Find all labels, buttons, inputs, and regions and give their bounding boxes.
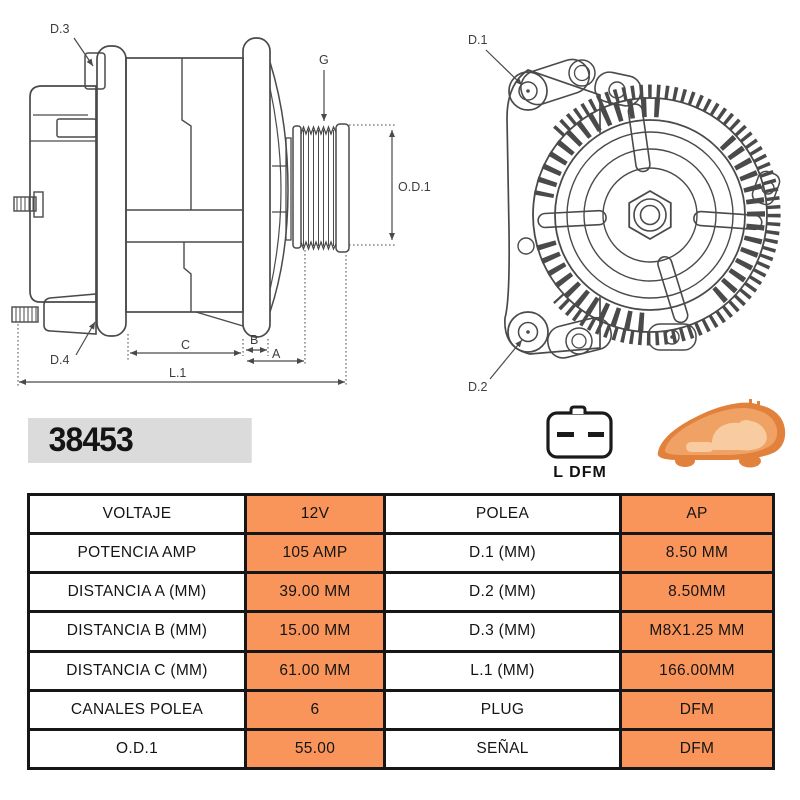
dim-label-od1: O.D.1 [398,180,431,194]
spec-label: D.2 (MM) [383,571,622,614]
table-row: DISTANCIA C (MM) 61.00 MM L.1 (MM) 166.0… [27,649,775,692]
table-row: O.D.1 55.00 SEÑAL DFM [27,727,775,771]
spec-value: 105 AMP [244,532,386,575]
spec-table: VOLTAJE 12V POLEA AP POTENCIA AMP 105 AM… [27,492,775,771]
spec-label: O.D.1 [27,727,247,771]
table-row: VOLTAJE 12V POLEA AP [27,492,775,536]
spec-value: AP [619,492,775,536]
alternator-front-view-diagram: D.1 D.2 [468,33,781,394]
table-row: CANALES POLEA 6 PLUG DFM [27,688,775,731]
table-row: POTENCIA AMP 105 AMP D.1 (MM) 8.50 MM [27,532,775,575]
spec-value: 12V [244,492,386,536]
spec-label: DISTANCIA C (MM) [27,649,247,692]
spec-label: POLEA [383,492,622,536]
dim-label-g: G [319,53,329,67]
dim-label-d3: D.3 [50,22,70,36]
dim-label-d4: D.4 [50,353,70,367]
part-number: 38453 [48,421,134,459]
dim-label-b: B [250,333,258,347]
dim-label-c: C [181,338,190,352]
spec-label: DISTANCIA A (MM) [27,571,247,614]
dim-label-a: A [272,347,281,361]
spec-label: D.3 (MM) [383,610,622,653]
spec-value: 6 [244,688,386,731]
spec-label: POTENCIA AMP [27,532,247,575]
spec-value: DFM [619,688,775,731]
spec-label: D.1 (MM) [383,532,622,575]
plug-label: L DFM [553,464,607,481]
table-row: DISTANCIA B (MM) 15.00 MM D.3 (MM) M8X1.… [27,610,775,653]
spec-label: SEÑAL [383,727,622,771]
dim-label-d2: D.2 [468,380,488,394]
spec-value: 8.50 MM [619,532,775,575]
table-row: DISTANCIA A (MM) 39.00 MM D.2 (MM) 8.50M… [27,571,775,614]
spec-label: CANALES POLEA [27,688,247,731]
dim-label-l1: L.1 [169,366,186,380]
spec-value: 8.50MM [619,571,775,614]
spec-value: M8X1.25 MM [619,610,775,653]
spec-label: L.1 (MM) [383,649,622,692]
part-number-badge: 38453 [28,418,252,463]
plug-pin-left [557,432,574,437]
spec-label: VOLTAJE [27,492,247,536]
alternator-side-view-diagram: D.3 D.4 G O.D.1 C B A L.1 [11,22,431,387]
spec-label: PLUG [383,688,622,731]
plug-connector-icon: L DFM [546,405,613,481]
spec-value: DFM [619,727,775,771]
spec-value: 55.00 [244,727,386,771]
spec-label: DISTANCIA B (MM) [27,610,247,653]
spec-value: 15.00 MM [244,610,386,653]
dim-label-d1: D.1 [468,33,488,47]
car-side-icon [657,399,786,468]
plug-pin-right [588,432,604,437]
spec-value: 61.00 MM [244,649,386,692]
spec-value: 166.00MM [619,649,775,692]
spec-value: 39.00 MM [244,571,386,614]
